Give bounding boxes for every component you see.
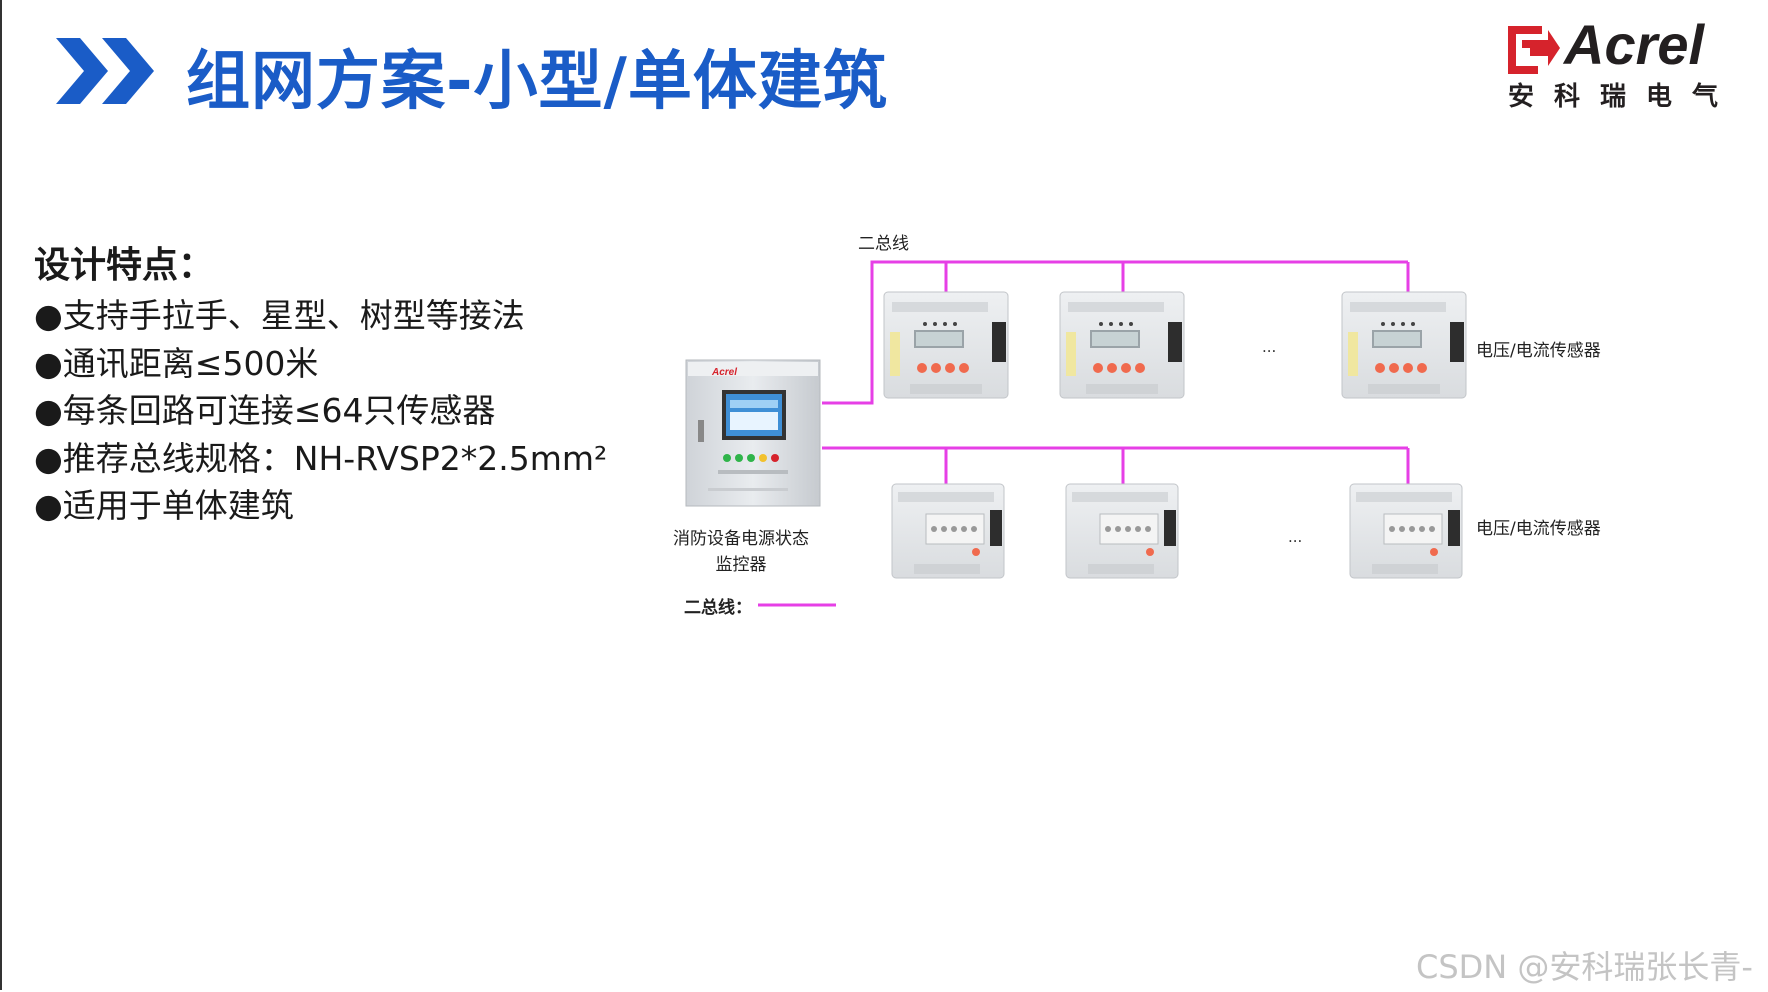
acrel-logo: Acrel 安科瑞电气 xyxy=(1500,13,1730,112)
feature-item: ●适用于单体建筑 xyxy=(34,486,294,525)
ellipsis: ... xyxy=(1288,528,1303,546)
sensor-label: 电压/电流传感器 xyxy=(1476,519,1601,539)
sensor-terminal xyxy=(1349,483,1463,579)
monitor-label-line1: 消防设备电源状态 xyxy=(673,529,809,549)
feature-item: ●推荐总线规格：NH-RVSP2*2.5mm² xyxy=(34,438,608,478)
sensor-lcd xyxy=(883,291,1009,399)
ellipsis: ... xyxy=(1262,338,1277,356)
bus-line-top xyxy=(822,260,1408,405)
sensor-lcd xyxy=(1341,291,1467,399)
monitor-cabinet: Acrel xyxy=(685,359,821,507)
monitor-label-line2: 监控器 xyxy=(715,555,767,575)
bus-lines xyxy=(758,260,1410,607)
sensor-terminal xyxy=(891,483,1005,579)
sensor-terminal xyxy=(1065,483,1179,579)
logo-chinese-name: 安科瑞电气 xyxy=(1508,82,1739,112)
acrel-logo-mark-icon xyxy=(1508,26,1560,74)
page-title: 组网方案-小型/单体建筑 xyxy=(186,45,888,119)
legend-label: 二总线： xyxy=(684,598,752,618)
sensor-lcd xyxy=(1059,291,1185,399)
sensor-label: 电压/电流传感器 xyxy=(1476,341,1601,361)
design-features: 设计特点： ●支持手拉手、星型、树型等接法 ●通讯距离≤500米 ●每条回路可连… xyxy=(34,236,607,530)
features-heading: 设计特点： xyxy=(34,245,215,286)
logo-wordmark: Acrel xyxy=(1564,13,1705,76)
double-chevron-icon xyxy=(56,38,154,104)
watermark: CSDN @安科瑞张长青- xyxy=(1416,948,1753,986)
feature-item: ●通讯距离≤500米 xyxy=(34,343,319,383)
feature-item: ●支持手拉手、星型、树型等接法 xyxy=(34,296,525,335)
feature-item: ●每条回路可连接≤64只传感器 xyxy=(34,391,496,430)
bus-label-top: 二总线 xyxy=(858,234,909,254)
cabinet-brand: Acrel xyxy=(711,367,737,378)
